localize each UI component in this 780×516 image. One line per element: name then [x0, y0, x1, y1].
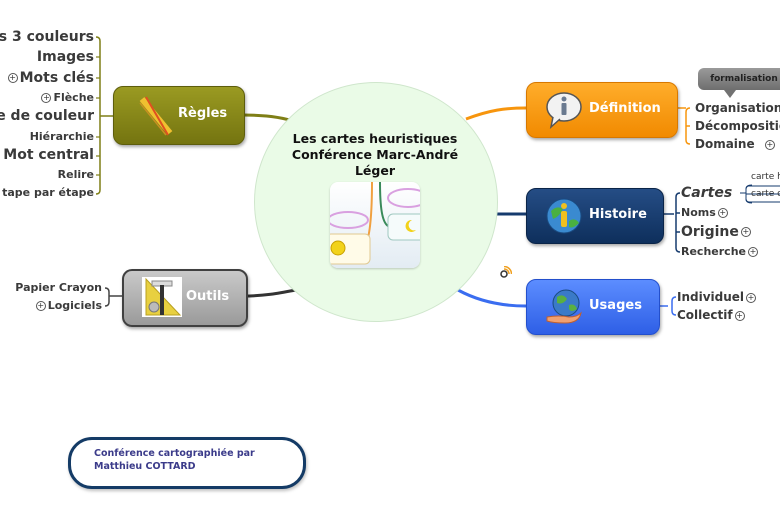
branch-label: Histoire	[589, 207, 647, 222]
note-carte-h[interactable]: carte h	[751, 172, 780, 182]
pencils-icon	[136, 95, 176, 141]
central-title-line: Conférence Marc-André	[291, 147, 459, 162]
leaf-papier-crayon[interactable]: Papier Crayon	[15, 281, 102, 294]
tools-icon	[142, 277, 182, 317]
leaf-relire[interactable]: Relire	[57, 168, 94, 181]
histoire-bracket	[662, 192, 681, 253]
expand-icon[interactable]: +	[717, 208, 728, 218]
usages-bracket	[658, 296, 677, 316]
outils-bracket	[104, 287, 122, 307]
info-bubble-icon	[545, 91, 583, 133]
leaf-decomposition[interactable]: Décompositio	[695, 119, 780, 133]
leaf-code-de-couleur[interactable]: e de couleur	[0, 108, 94, 124]
central-topic-title: Les cartes heuristiques Conférence Marc-…	[268, 131, 482, 179]
link-definition	[465, 106, 527, 121]
leaf-3-couleurs[interactable]: s 3 couleurs	[0, 29, 94, 45]
link-usages	[457, 288, 527, 308]
expand-icon[interactable]: +	[747, 247, 758, 257]
link-outils	[243, 288, 297, 298]
leaf-individuel[interactable]: Individuel+	[677, 290, 757, 304]
branch-label: Règles	[178, 106, 228, 121]
leaf-mots-cles[interactable]: +Mots clés	[7, 70, 94, 86]
credit-text: Conférence cartographiée par Matthieu CO…	[94, 447, 255, 473]
branch-usages[interactable]: Usages	[526, 279, 660, 335]
leaf-logiciels[interactable]: +Logiciels	[35, 299, 102, 312]
leaf-organisation[interactable]: Organisation	[695, 101, 780, 115]
expand-icon[interactable]: +	[746, 292, 757, 303]
branch-definition[interactable]: Définition	[526, 82, 678, 138]
leaf-images[interactable]: Images	[36, 49, 94, 65]
branch-label: Usages	[589, 298, 642, 313]
note-carte-c[interactable]: carte c	[751, 189, 780, 199]
branch-outils[interactable]: Outils	[122, 269, 248, 327]
central-title-line: Léger	[354, 163, 396, 178]
leaf-origine[interactable]: Origine+	[681, 224, 751, 240]
globe-info-icon	[545, 197, 583, 239]
leaf-collectif[interactable]: Collectif+	[677, 308, 745, 322]
link-icon[interactable]	[500, 263, 513, 278]
leaf-fleche[interactable]: +Flèche	[41, 91, 94, 104]
branch-histoire[interactable]: Histoire	[526, 188, 664, 244]
credit-line: Matthieu COTTARD	[94, 461, 196, 472]
expand-icon[interactable]: +	[764, 139, 775, 150]
leaf-mot-central[interactable]: Mot central	[3, 147, 94, 163]
branch-label: Outils	[186, 289, 230, 304]
regles-bracket	[95, 36, 113, 195]
branch-label: Définition	[589, 101, 661, 116]
mindmap-thumbnail-icon	[330, 182, 420, 268]
globe-hand-icon	[545, 287, 585, 331]
credit-line: Conférence cartographiée par	[94, 448, 255, 459]
expand-icon[interactable]: +	[734, 310, 745, 321]
leaf-cartes[interactable]: Cartes	[681, 185, 733, 201]
expand-icon[interactable]: +	[41, 93, 52, 103]
expand-icon[interactable]: +	[740, 227, 751, 237]
callout-formalisation[interactable]: formalisation	[698, 68, 780, 98]
leaf-hierarchie[interactable]: Hiérarchie	[29, 130, 94, 143]
leaf-domaine[interactable]: Domaine +	[695, 137, 775, 151]
central-title-line: Les cartes heuristiques	[292, 131, 458, 146]
leaf-noms[interactable]: Noms+	[681, 206, 728, 219]
expand-icon[interactable]: +	[35, 301, 46, 311]
leaf-recherche[interactable]: Recherche+	[681, 245, 758, 258]
leaf-etape-par-etape[interactable]: tape par étape	[2, 186, 94, 199]
definition-bracket	[676, 107, 691, 145]
branch-regles[interactable]: Règles	[113, 86, 245, 145]
credit-floating-topic[interactable]	[68, 437, 306, 489]
expand-icon[interactable]: +	[7, 73, 18, 83]
